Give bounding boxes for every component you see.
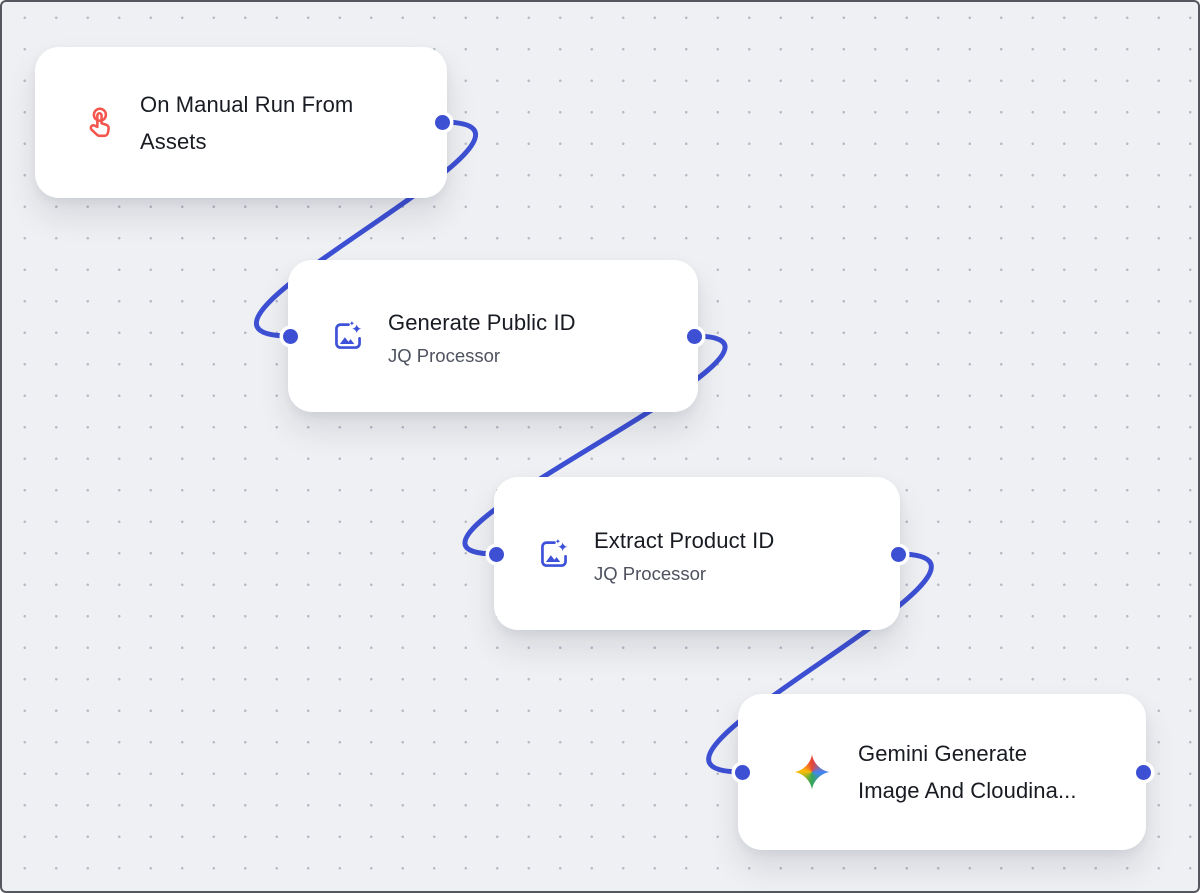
node-on-manual-run-from-assets[interactable]: On Manual Run From Assets xyxy=(35,47,447,198)
node-text: On Manual Run From Assets xyxy=(140,86,377,160)
edge-generate-public-id-to-extract-product-id[interactable] xyxy=(462,333,728,557)
node-title-line: Image And Cloudina... xyxy=(858,778,1077,803)
node-extract-product-id[interactable]: Extract Product ID JQ Processor xyxy=(494,477,900,630)
node-title: Generate Public ID xyxy=(388,310,576,335)
node-title: Gemini Generate Image And Cloudina... xyxy=(858,735,1077,809)
node-title: On Manual Run From Assets xyxy=(140,86,353,160)
hand-tap-icon xyxy=(81,105,117,141)
image-sparkles-icon xyxy=(536,536,572,572)
node-subtitle: JQ Processor xyxy=(388,345,501,366)
node-title-line: Assets xyxy=(140,128,207,154)
port-out-on-manual-run[interactable] xyxy=(434,114,450,130)
edge-manual-run-to-generate-public-id[interactable] xyxy=(254,119,478,339)
node-generate-public-id[interactable]: Generate Public ID JQ Processor xyxy=(288,260,698,412)
port-in-gemini-generate-image[interactable] xyxy=(734,764,750,780)
port-out-gemini-generate-image[interactable] xyxy=(1135,764,1151,780)
node-title-line: On Manual Run From xyxy=(140,91,354,117)
node-title: Extract Product ID xyxy=(594,527,775,553)
node-subtitle: JQ Processor xyxy=(594,562,707,584)
edge-extract-product-id-to-gemini[interactable] xyxy=(706,551,934,775)
image-sparkles-icon xyxy=(330,318,366,354)
port-out-extract-product-id[interactable] xyxy=(890,546,906,562)
node-text: Generate Public ID JQ Processor xyxy=(388,304,600,368)
node-gemini-generate-image[interactable]: Gemini Generate Image And Cloudina... xyxy=(738,694,1146,850)
gemini-sparkle-icon xyxy=(792,752,832,792)
node-text: Extract Product ID JQ Processor xyxy=(594,522,798,586)
port-out-generate-public-id[interactable] xyxy=(686,328,702,344)
port-in-extract-product-id[interactable] xyxy=(488,546,504,562)
node-title-line: Gemini Generate xyxy=(858,741,1028,766)
port-in-generate-public-id[interactable] xyxy=(282,328,298,344)
node-text: Gemini Generate Image And Cloudina... xyxy=(858,735,1101,809)
